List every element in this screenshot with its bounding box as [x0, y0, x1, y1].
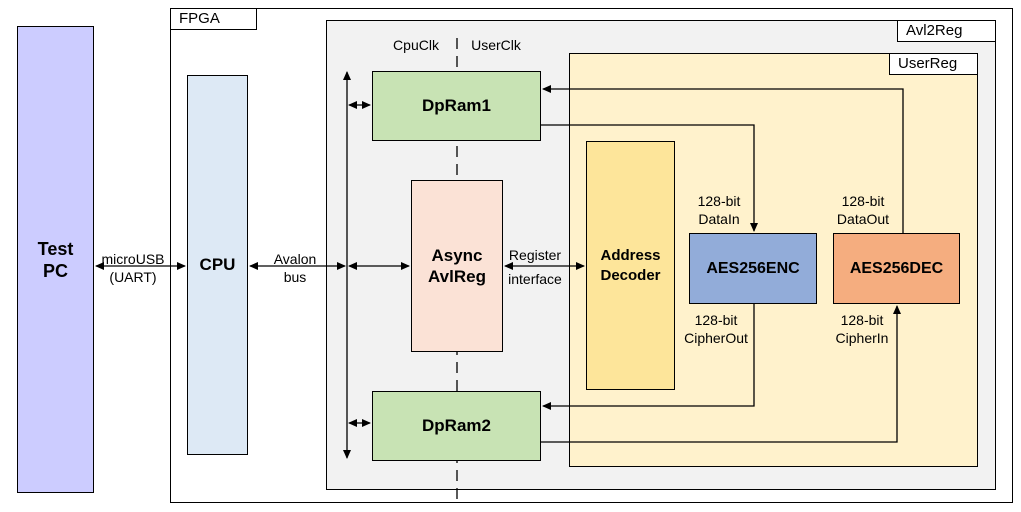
dpram1-label: DpRam1 — [422, 96, 491, 115]
cipherout-label-line2: CipherOut — [684, 330, 748, 346]
fpga-label: FPGA — [179, 10, 220, 27]
microusb-label: microUSB (UART) — [96, 250, 170, 286]
test-pc-block: Test PC — [17, 26, 94, 493]
fpga-tag: FPGA — [170, 8, 257, 30]
dataout-link — [542, 85, 904, 233]
test-pc-label: Test PC — [37, 238, 74, 281]
cipherout-link — [542, 304, 755, 410]
cipherout-label: 128-bit CipherOut — [680, 311, 752, 347]
aes256enc-label: AES256ENC — [706, 259, 800, 277]
register-label-line1: Register — [508, 247, 562, 263]
cpuclk-label: CpuClk — [393, 37, 439, 53]
cpu-block: CPU — [187, 75, 248, 455]
datain-label-line1: 128-bit — [697, 193, 741, 209]
avl2reg-label: Avl2Reg — [906, 22, 963, 39]
avalon-bus-label: Avalon bus — [262, 250, 328, 286]
microusb-label-line2: (UART) — [109, 269, 157, 285]
cpu-label: CPU — [199, 255, 236, 274]
register-interface-label: Register interface — [503, 246, 567, 288]
aes256dec-label: AES256DEC — [849, 259, 944, 277]
userclk-label: UserClk — [471, 37, 521, 53]
aes256enc-block: AES256ENC — [689, 233, 817, 304]
address-decoder-block: Address Decoder — [586, 141, 675, 390]
aes256dec-block: AES256DEC — [833, 233, 960, 304]
dpram2-label: DpRam2 — [422, 416, 491, 435]
microusb-label-line1: microUSB — [101, 251, 165, 267]
cipherin-link — [541, 305, 901, 443]
avalon-label-line2: bus — [283, 269, 307, 285]
datain-link — [541, 124, 758, 232]
dataout-label: 128-bit DataOut — [828, 192, 898, 228]
async-avlreg-block: Async AvlReg — [411, 180, 503, 352]
async-avlreg-label: Async AvlReg — [428, 246, 486, 286]
address-decoder-label: Address Decoder — [600, 246, 661, 284]
cipherin-label: 128-bit CipherIn — [830, 311, 894, 347]
register-label-line2: interface — [508, 271, 562, 287]
avl2reg-tag: Avl2Reg — [897, 20, 996, 42]
dpram1-block: DpRam1 — [372, 71, 541, 141]
datain-label: 128-bit DataIn — [688, 192, 750, 228]
cipherout-label-line1: 128-bit — [694, 312, 738, 328]
avalon-label-line1: Avalon — [273, 251, 317, 267]
dataout-label-line1: 128-bit — [841, 193, 885, 209]
dataout-label-line2: DataOut — [836, 211, 890, 227]
userreg-label: UserReg — [898, 55, 958, 72]
cipherin-label-line1: 128-bit — [840, 312, 884, 328]
cipherin-label-line2: CipherIn — [835, 330, 889, 346]
datain-label-line2: DataIn — [698, 211, 740, 227]
userreg-tag: UserReg — [889, 53, 978, 75]
dpram2-block: DpRam2 — [372, 391, 541, 461]
